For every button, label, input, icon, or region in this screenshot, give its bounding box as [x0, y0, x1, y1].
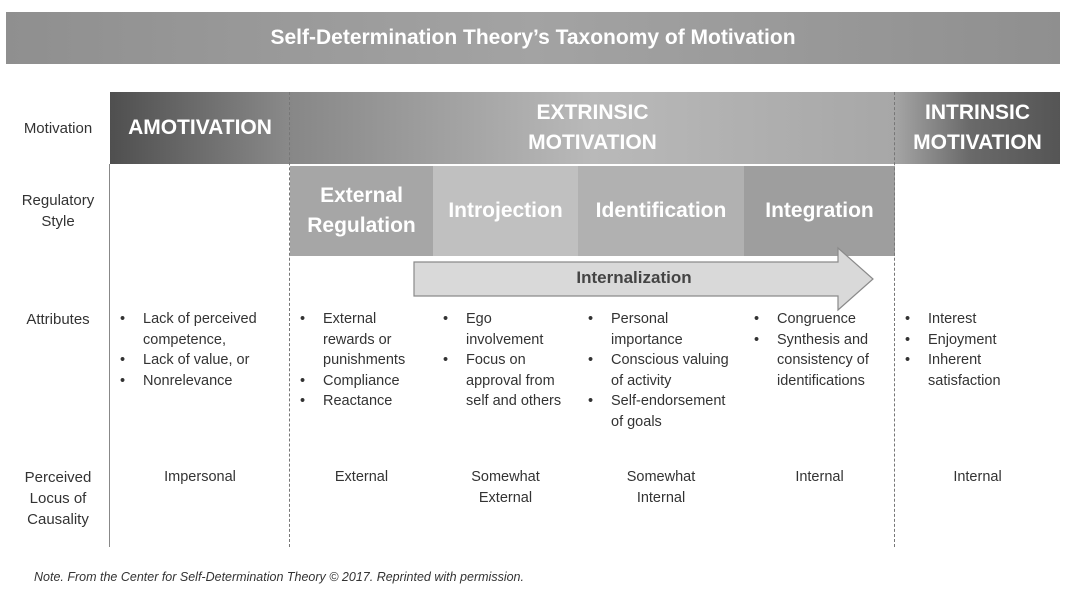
header-line: EXTRINSIC — [536, 101, 649, 124]
amotivation-header: AMOTIVATION — [110, 92, 290, 164]
attribute-item: Focus on approval from self and others — [441, 350, 571, 412]
attribute-item: Interest — [903, 309, 1033, 330]
introjection-box: Introjection — [433, 166, 578, 256]
diagram-title: Self-Determination Theory’s Taxonomy of … — [6, 12, 1060, 64]
integration-box: Integration — [744, 166, 895, 256]
box-line: Regulation — [307, 214, 416, 237]
label-line: Causality — [27, 511, 89, 528]
row-label-attributes: Attributes — [26, 311, 90, 328]
attribute-item: Lack of value, or — [118, 350, 278, 371]
attribute-item: Compliance — [298, 371, 426, 392]
locus-line: Somewhat — [471, 469, 540, 485]
attributes-integration: Congruence Synthesis and consistency of … — [752, 309, 884, 391]
locus-integration: Internal — [795, 469, 844, 485]
locus-amotivation: Impersonal — [164, 469, 236, 485]
attribute-item: Congruence — [752, 309, 884, 330]
attributes-external: External rewards or punishments Complian… — [298, 309, 426, 412]
attribute-item: Lack of perceived competence, — [118, 309, 278, 350]
attribute-item: Inherent satisfaction — [903, 350, 1033, 391]
attribute-item: Nonrelevance — [118, 371, 278, 392]
label-line: Style — [41, 213, 75, 230]
attribute-item: Enjoyment — [903, 330, 1033, 351]
header-line: INTRINSIC — [925, 101, 1030, 124]
identification-box: Identification — [578, 166, 744, 256]
attributes-intrinsic: Interest Enjoyment Inherent satisfaction — [903, 309, 1033, 391]
header-line: MOTIVATION — [528, 131, 657, 154]
attribute-item: Conscious valuing of activity — [586, 350, 741, 391]
internalization-label: Internalization — [576, 268, 692, 287]
locus-intrinsic: Internal — [953, 469, 1002, 485]
attribute-item: External rewards or punishments — [298, 309, 426, 371]
attribute-item: Reactance — [298, 391, 426, 412]
label-line: Locus of — [29, 490, 87, 507]
extrinsic-motivation-header: EXTRINSIC MOTIVATION — [290, 92, 895, 164]
attribute-item: Self-endorsement of goals — [586, 391, 741, 432]
header-line: MOTIVATION — [913, 131, 1042, 154]
attributes-amotivation: Lack of perceived competence, Lack of va… — [118, 309, 278, 391]
row-label-motivation: Motivation — [23, 120, 93, 137]
locus-line: Somewhat — [626, 469, 696, 485]
divider-dashed — [894, 92, 895, 547]
intrinsic-motivation-header: INTRINSIC MOTIVATION — [895, 92, 1060, 164]
attribute-item: Ego involvement — [441, 309, 571, 350]
locus-line: External — [478, 489, 533, 506]
attribute-item: Personal importance — [586, 309, 741, 350]
locus-line: Internal — [636, 489, 686, 506]
label-line: Regulatory — [21, 192, 95, 209]
attributes-identification: Personal importance Conscious valuing of… — [586, 309, 741, 432]
source-note: Note. From the Center for Self-Determina… — [34, 570, 524, 584]
divider-line — [109, 164, 110, 547]
attribute-item: Synthesis and consistency of identificat… — [752, 330, 884, 392]
divider-dashed — [289, 92, 290, 547]
attributes-introjection: Ego involvement Focus on approval from s… — [441, 309, 571, 412]
internalization-arrow — [413, 246, 874, 312]
box-line: External — [320, 184, 403, 207]
locus-external: External — [334, 469, 389, 485]
label-line: Perceived — [24, 469, 92, 486]
